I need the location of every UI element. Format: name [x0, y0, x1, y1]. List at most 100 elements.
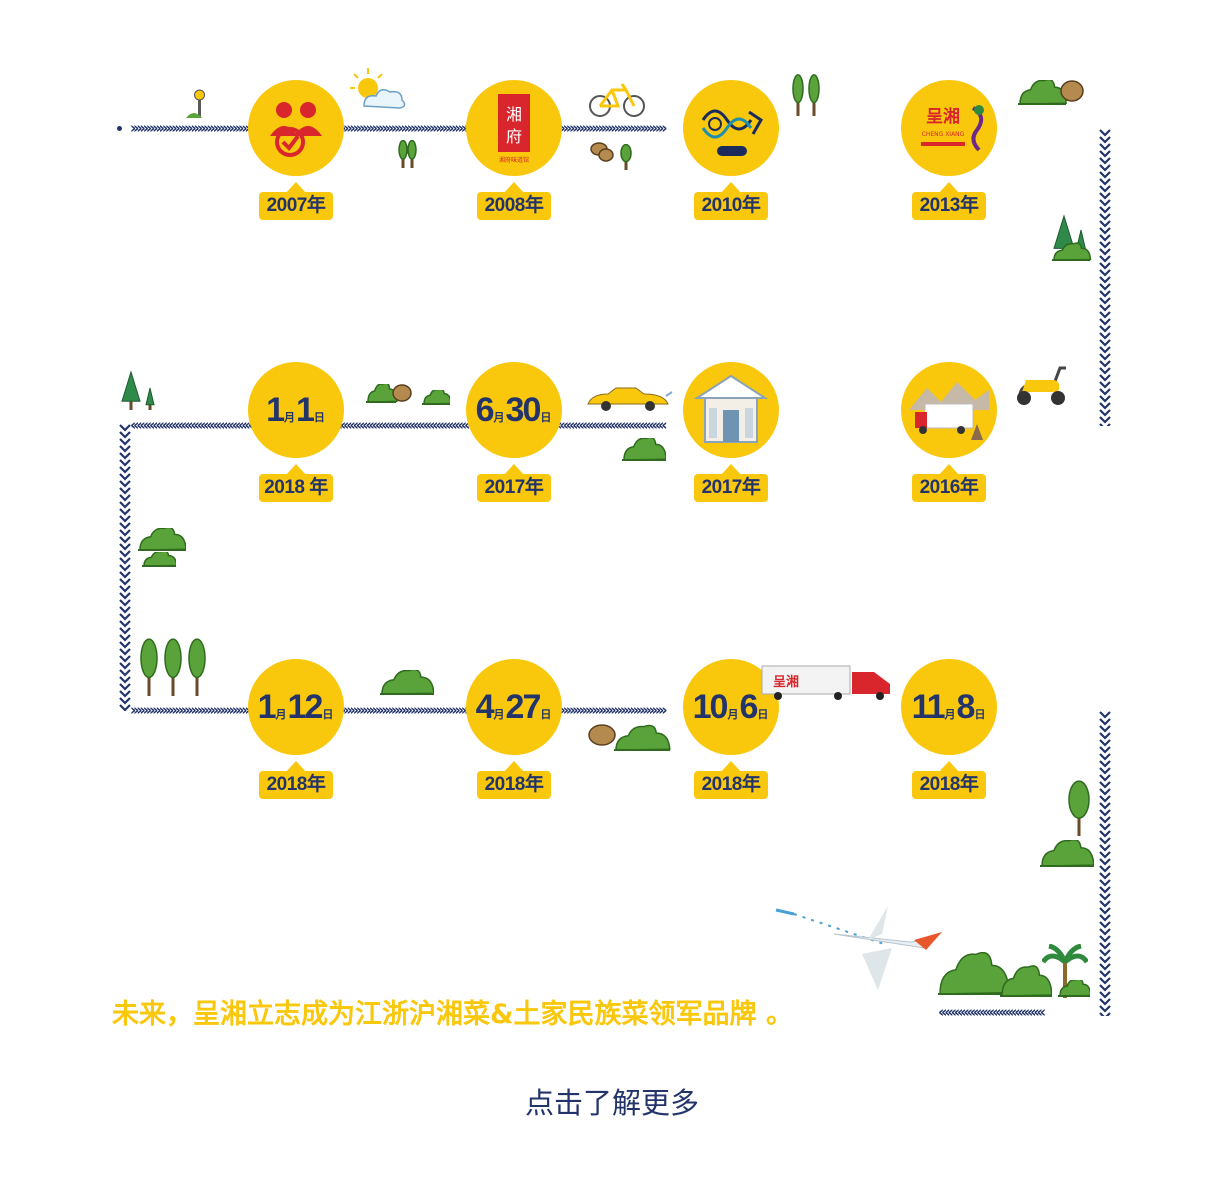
date-day-unit: 日 — [540, 412, 552, 424]
year-badge-m4: 2013年 — [912, 192, 986, 220]
year-pointer-m2 — [503, 182, 525, 194]
tree-icon — [120, 370, 160, 410]
slogan-text: 未来，呈湘立志成为江浙沪湘菜&土家民族菜领军品牌 。 — [112, 999, 793, 1030]
learn-more-link[interactable]: 点击了解更多 — [524, 1086, 699, 1120]
year-badge-m10: 2018年 — [477, 771, 551, 799]
dna-brand-logo — [683, 80, 779, 176]
year-badge-m6: 2017年 — [694, 474, 768, 502]
path-start-dot — [117, 126, 122, 131]
year-pointer-m8 — [285, 464, 307, 476]
timeline-node-m3 — [683, 80, 779, 176]
date-day: 27 — [505, 687, 542, 726]
arrow-col-right-2 — [1098, 710, 1112, 1016]
timeline-node-m8 — [248, 362, 344, 458]
sun-cloud-icon — [344, 66, 408, 112]
tree-icon — [1052, 214, 1092, 264]
bush-icon — [1058, 978, 1092, 998]
date-month: 1 — [257, 687, 277, 726]
date-day: 30 — [505, 390, 542, 429]
svg-text:呈湘: 呈湘 — [773, 674, 799, 690]
bush-icon — [1018, 78, 1084, 110]
date-month: 1 — [266, 390, 285, 429]
street-lamp-icon — [184, 88, 214, 120]
date-month-unit: 月 — [944, 709, 956, 721]
stone-icon — [590, 142, 616, 164]
tree-icon — [620, 143, 632, 170]
people-check-icon — [248, 80, 344, 176]
date-day: 8 — [956, 687, 976, 726]
date-day-unit: 日 — [322, 709, 334, 721]
svg-text:府: 府 — [506, 127, 522, 146]
year-badge-m1: 2007年 — [259, 192, 333, 220]
convertible-car-icon — [584, 384, 674, 412]
tree-icon — [140, 638, 206, 696]
tree-icon — [398, 139, 418, 168]
bush-icon — [1040, 838, 1095, 868]
date-month-unit: 月 — [284, 412, 295, 424]
truck-icon: 呈湘 — [760, 664, 896, 700]
year-badge-m9: 2018年 — [259, 771, 333, 799]
timeline-node-m12 — [901, 659, 997, 755]
date-month: 4 — [475, 687, 495, 726]
svg-text:呈湘: 呈湘 — [926, 106, 960, 127]
date-day-unit: 日 — [313, 412, 325, 424]
year-badge-m12: 2018年 — [912, 771, 986, 799]
delivery-truck-mountains-icon — [901, 362, 997, 458]
timeline-node-m1 — [248, 80, 344, 176]
bush-icon — [622, 436, 668, 462]
bush-icon — [366, 382, 414, 408]
bicycle-icon — [588, 80, 646, 118]
timeline-node-m9 — [248, 659, 344, 755]
year-pointer-m6 — [720, 464, 742, 476]
year-pointer-m11 — [720, 761, 742, 773]
xiangfu-seal-logo: 湘府湘府味道馆 — [466, 80, 562, 176]
date-day: 12 — [287, 687, 324, 726]
svg-text:湘府味道馆: 湘府味道馆 — [499, 156, 529, 164]
date-month-unit: 月 — [493, 412, 505, 424]
svg-text:CHENG XIANG: CHENG XIANG — [922, 131, 965, 138]
year-pointer-m10 — [503, 761, 525, 773]
year-badge-m5: 2016年 — [912, 474, 986, 502]
timeline-node-m10 — [466, 659, 562, 755]
year-badge-m8: 2018 年 — [259, 474, 333, 502]
arrow-col-left-1 — [118, 423, 132, 711]
chengxiang-logo: 呈湘 CHENG XIANG — [901, 80, 997, 176]
date-day-unit: 日 — [540, 709, 552, 721]
year-pointer-m9 — [285, 761, 307, 773]
date-day-unit: 日 — [757, 709, 769, 721]
tree-icon — [1068, 780, 1090, 836]
bush-icon — [142, 550, 178, 568]
date-month-unit: 月 — [493, 709, 505, 721]
arrow-col-right-1 — [1098, 128, 1112, 426]
bush-icon — [422, 388, 452, 406]
date-day-unit: 日 — [974, 709, 986, 721]
timeline-node-m7 — [466, 362, 562, 458]
bush-icon — [380, 668, 435, 696]
year-pointer-m3 — [720, 182, 742, 194]
timeline-node-m4 — [901, 80, 997, 176]
year-pointer-m7 — [503, 464, 525, 476]
date-month: 10 — [692, 687, 729, 726]
year-pointer-m1 — [285, 182, 307, 194]
date-day: 1 — [296, 390, 315, 429]
date-month: 6 — [475, 390, 495, 429]
bush-icon — [138, 526, 187, 552]
bush-icon — [588, 724, 672, 754]
year-badge-m3: 2010年 — [694, 192, 768, 220]
year-badge-m11: 2018年 — [694, 771, 768, 799]
year-pointer-m4 — [938, 182, 960, 194]
scooter-icon — [1012, 362, 1070, 408]
year-badge-m2: 2008年 — [477, 192, 551, 220]
date-day: 6 — [739, 687, 758, 726]
date-month-unit: 月 — [727, 709, 739, 721]
arrow-row-4: ‹‹‹‹‹‹‹‹‹‹‹‹‹‹‹‹‹‹‹‹‹‹‹‹‹‹‹‹‹‹‹‹‹ — [938, 1004, 1046, 1020]
date-month-unit: 月 — [275, 709, 287, 721]
airplane-icon — [774, 904, 944, 994]
